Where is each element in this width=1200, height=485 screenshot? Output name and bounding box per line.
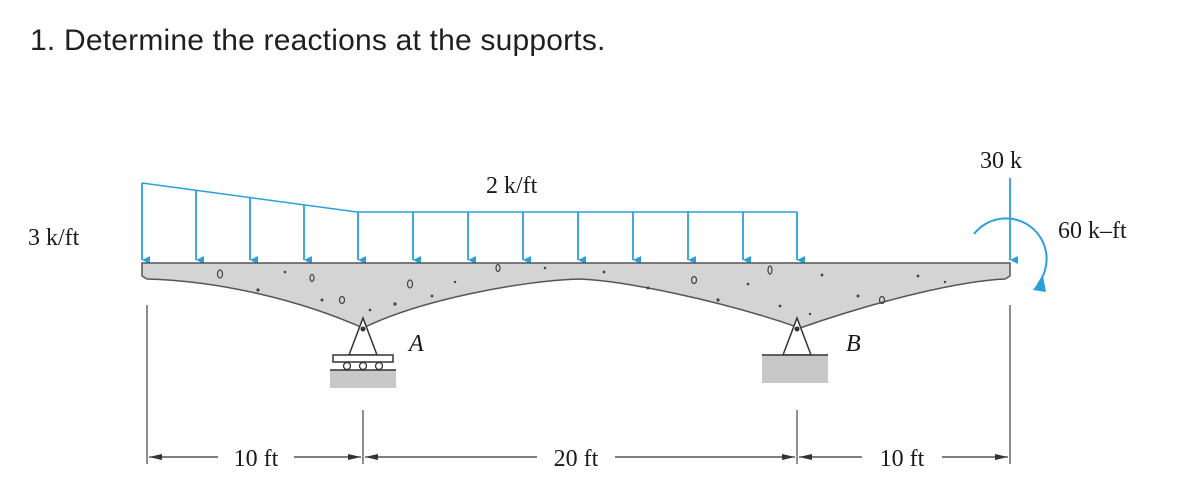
aggregate-texture xyxy=(256,266,947,316)
problem-statement: 1. Determine the reactions at the suppor… xyxy=(30,24,606,57)
distributed-load-arrows xyxy=(141,183,805,264)
point-load-label: 30 k xyxy=(980,148,1022,174)
support-b-label: B xyxy=(846,331,861,357)
dimension-20ft: 20 ft xyxy=(554,446,599,472)
dimension-10ft-right: 10 ft xyxy=(880,446,925,472)
load-top-line xyxy=(141,182,797,213)
distributed-load xyxy=(141,182,805,264)
uniform-intensity-label: 2 k/ft xyxy=(486,173,538,199)
dimension-extension-lines xyxy=(146,305,1011,464)
aggregate-stones xyxy=(216,263,886,305)
moment-label: 60 k–ft xyxy=(1058,218,1127,244)
dimension-10ft-left: 10 ft xyxy=(234,446,279,472)
moment-arrow xyxy=(973,217,1048,292)
left-intensity-label: 3 k/ft xyxy=(28,225,80,251)
roller-support xyxy=(330,315,396,388)
concrete-beam xyxy=(141,262,1011,329)
pin-support xyxy=(762,315,828,383)
support-a-label: A xyxy=(407,331,424,357)
